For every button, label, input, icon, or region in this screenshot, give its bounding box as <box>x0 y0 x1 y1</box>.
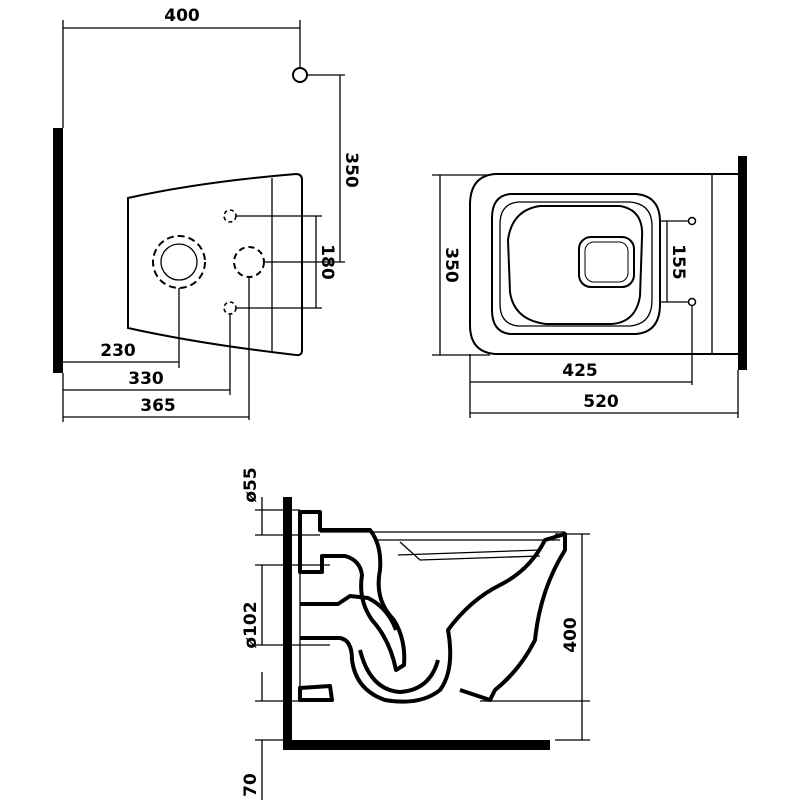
dim-dia55-side: ø55 <box>241 467 261 502</box>
dim-365-front: 365 <box>140 396 176 416</box>
dim-330-front: 330 <box>128 369 164 389</box>
top-view: 350 155 425 520 <box>432 156 747 418</box>
side-wall-profile <box>283 497 550 750</box>
dim-425-top: 425 <box>562 361 598 381</box>
top-hole-lower-icon <box>687 297 697 307</box>
dim-230-front: 230 <box>100 341 136 361</box>
inlet-dashed-icon <box>233 246 265 278</box>
seat-outline <box>491 193 661 335</box>
dim-350-front: 350 <box>341 152 361 188</box>
fixing-hole-lower-icon <box>223 301 237 315</box>
outlet-square-icon <box>578 236 635 288</box>
dim-180-front: 180 <box>317 244 337 280</box>
side-trap-outline <box>300 532 567 704</box>
top-view-wall <box>738 156 747 370</box>
top-hole-upper-icon <box>687 216 697 226</box>
dim-dia102-side: ø102 <box>241 601 261 648</box>
fixing-point-icon <box>292 67 308 83</box>
front-bowl-outline <box>127 172 303 357</box>
dim-400-side: 400 <box>561 617 581 653</box>
front-view-wall <box>53 128 63 373</box>
side-view: ø55 ø102 70 400 <box>241 467 590 800</box>
dim-350-top: 350 <box>441 247 461 283</box>
dim-155-top: 155 <box>668 244 688 280</box>
dim-520-top: 520 <box>583 392 619 412</box>
top-bowl-outline <box>469 173 738 355</box>
dim-400-front: 400 <box>164 6 200 26</box>
fixing-hole-upper-icon <box>223 209 237 223</box>
front-view: 400 350 180 230 330 365 <box>53 6 361 422</box>
outlet-dashed-icon <box>152 235 206 289</box>
side-bowl-outline <box>298 510 407 672</box>
dim-70-side: 70 <box>241 773 261 797</box>
